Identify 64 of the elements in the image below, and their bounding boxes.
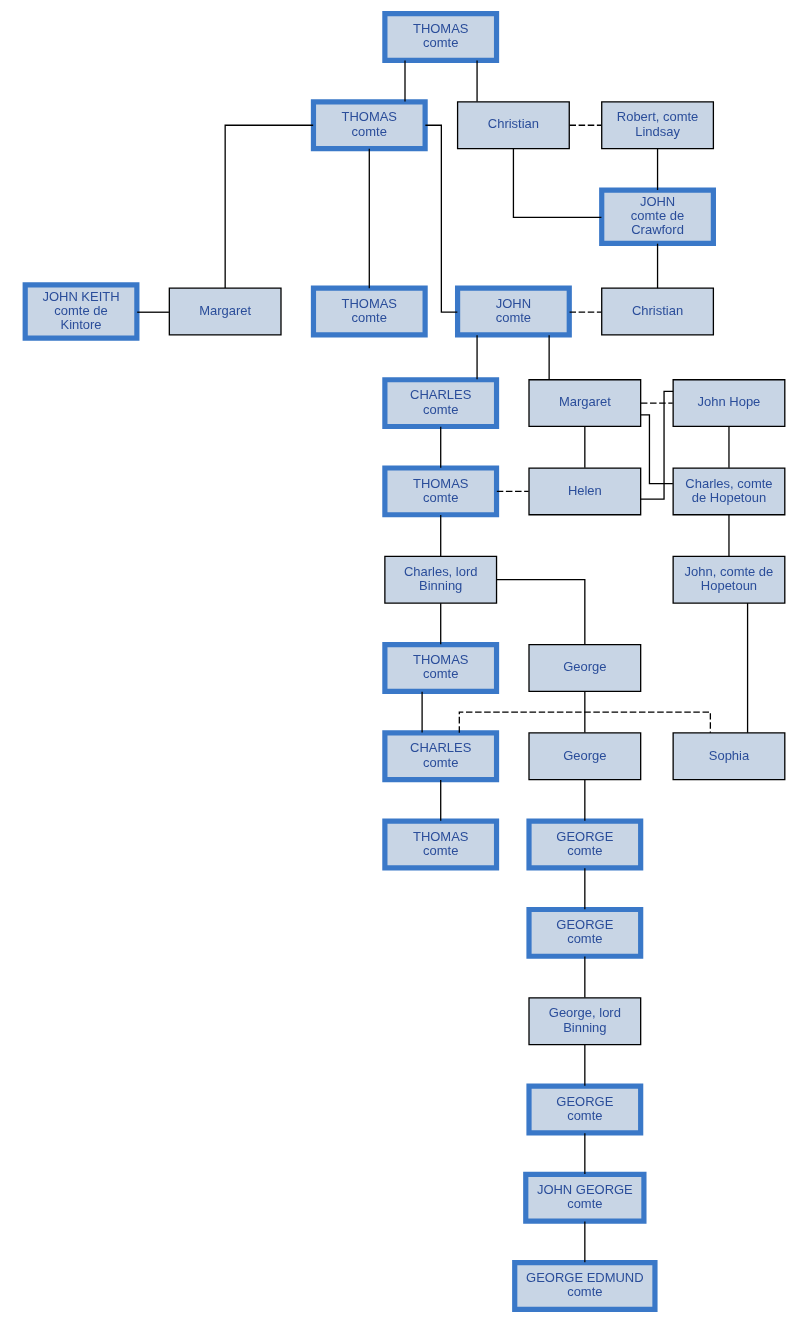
node-box: CHARLES comte (381, 377, 499, 430)
node-box: JOHN comte de Crawford (598, 187, 716, 246)
node-box: Charles, comte de Hopetoun (672, 467, 785, 516)
connector (656, 243, 658, 289)
connector (475, 59, 478, 103)
node-box: Margaret (527, 379, 641, 428)
node-box: JOHN GEORGE comte (522, 1171, 646, 1224)
connector (583, 779, 585, 822)
node-box: JOHN KEITH comte de Kintore (22, 282, 139, 341)
connector (495, 490, 529, 493)
node-box: CHARLES comte (381, 730, 499, 783)
connector (495, 579, 585, 645)
node-box: Robert, comte Lindsay (600, 101, 714, 150)
connector (439, 514, 441, 557)
node-box: Charles, lord Binning (383, 555, 497, 604)
connector (512, 148, 602, 219)
node-box: Sophia (672, 732, 785, 781)
connector (475, 334, 478, 380)
connector (439, 602, 441, 645)
connector (583, 426, 585, 469)
node-box: THOMAS comte (381, 818, 499, 871)
node-box: Helen (527, 467, 641, 516)
node-box: JOHN comte (454, 285, 572, 338)
node-box: GEORGE EDMUND comte (511, 1260, 658, 1313)
connector (368, 148, 370, 289)
node-box: THOMAS comte (381, 10, 499, 63)
node-box: GEORGE comte (525, 818, 643, 871)
connector (639, 414, 674, 485)
connector (583, 1044, 585, 1087)
connector (583, 1132, 585, 1175)
connector (548, 334, 550, 380)
connector (439, 779, 441, 822)
connector (746, 602, 748, 734)
connector (439, 426, 441, 469)
node-box: THOMAS comte (310, 285, 428, 338)
connector (458, 711, 711, 734)
node-box: THOMAS comte (381, 465, 499, 518)
node-box: George, lord Binning (527, 997, 641, 1046)
connector (727, 426, 730, 469)
node-box: John Hope (672, 379, 785, 428)
node-box: George (527, 732, 641, 781)
node-box: Christian (600, 287, 714, 336)
connector (583, 691, 585, 734)
connector (568, 311, 602, 313)
node-box: THOMAS comte (310, 99, 428, 152)
node-box: George (527, 643, 641, 692)
node-box: John, comte de Hopetoun (672, 555, 785, 604)
node-box: Christian (456, 101, 570, 150)
connector (583, 867, 585, 910)
connector (420, 691, 423, 734)
connector (583, 955, 585, 999)
connector (639, 402, 673, 404)
node-box: Margaret (168, 287, 282, 336)
connector (403, 59, 406, 103)
node-box: GEORGE comte (525, 1083, 643, 1136)
connector (583, 1220, 585, 1263)
connector (136, 311, 170, 313)
connector (656, 148, 658, 191)
node-box: GEORGE comte (525, 906, 643, 959)
node-box: THOMAS comte (381, 642, 499, 694)
connector (727, 514, 730, 557)
connector (568, 124, 602, 126)
connector (224, 124, 314, 289)
connector (639, 390, 674, 500)
